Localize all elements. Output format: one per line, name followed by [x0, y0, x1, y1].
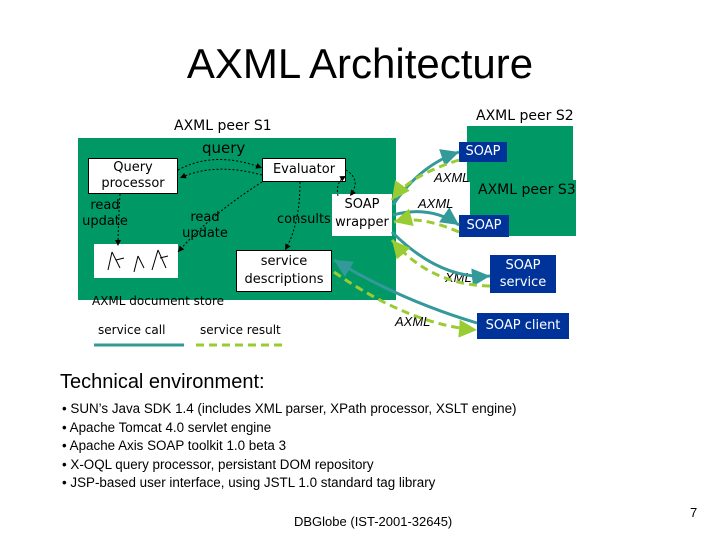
- wrapper-evaluator-arrow: [336, 175, 347, 197]
- technical-item: • SUN’s Java SDK 1.4 (includes XML parse…: [62, 401, 517, 416]
- peer-s2-label: AXML peer S2: [476, 108, 574, 124]
- slide-title: AXML Architecture: [186, 40, 534, 87]
- legend-service-call: service call: [98, 323, 166, 337]
- technical-list: • SUN’s Java SDK 1.4 (includes XML parse…: [62, 400, 516, 493]
- query-return-arrow: [179, 168, 263, 179]
- read-update-mid-arrow: [177, 181, 263, 253]
- result-arrow-s2: [390, 158, 460, 201]
- technical-heading: Technical environment:: [60, 371, 265, 393]
- query-arrow: [177, 159, 263, 171]
- soap-service-box: SOAP service: [490, 255, 556, 293]
- document-store-area: [94, 244, 178, 278]
- document-tree-icons: [107, 249, 169, 273]
- result-arrow-s3: [393, 208, 460, 234]
- evaluator-box: Evaluator: [262, 158, 346, 182]
- peer-s1-label: AXML peer S1: [174, 118, 272, 134]
- result-arrow-client: [333, 270, 478, 338]
- axml-label-3: AXML: [395, 314, 431, 329]
- service-descriptions-box: service descriptions: [236, 250, 332, 292]
- consults-arrow: [284, 181, 301, 251]
- soap-client-box: SOAP client: [477, 313, 569, 339]
- technical-item: • JSP-based user interface, using JSTL 1…: [62, 475, 436, 490]
- query-processor-box: Query processor: [88, 158, 178, 194]
- technical-item: • Apache Axis SOAP toolkit 1.0 beta 3: [62, 438, 287, 453]
- soap-wrapper-box: SOAP wrapper: [332, 194, 392, 236]
- read-update-left-label: read update: [82, 198, 128, 229]
- soap-s2-box: SOAP: [459, 142, 507, 162]
- soap-s3-box: SOAP: [459, 215, 509, 237]
- technical-item: • Apache Tomcat 4.0 servlet engine: [62, 419, 272, 435]
- result-arrow-service: [390, 239, 491, 288]
- call-arrow-s3: [392, 207, 460, 227]
- call-arrow-s2: [391, 149, 460, 206]
- page-number: 7: [690, 505, 698, 520]
- read-update-mid-label: read update: [182, 210, 228, 241]
- document-store-label: AXML document store: [92, 294, 224, 308]
- evaluator-wrapper-arrow: [345, 169, 356, 197]
- read-update-left-arrow: [115, 193, 122, 247]
- footer-text: DBGlobe (IST-2001-32645): [294, 514, 453, 529]
- call-arrow-client: [333, 258, 478, 325]
- peer-s3-label: AXML peer S3: [478, 182, 576, 198]
- query-label: query: [202, 139, 246, 157]
- consults-label: consults: [277, 212, 331, 227]
- technical-item: • X-OQL query processor, persistant DOM …: [62, 456, 374, 472]
- legend-service-result: service result: [200, 323, 281, 337]
- axml-label-2: AXML: [418, 196, 454, 211]
- axml-label-1: AXML: [434, 170, 470, 185]
